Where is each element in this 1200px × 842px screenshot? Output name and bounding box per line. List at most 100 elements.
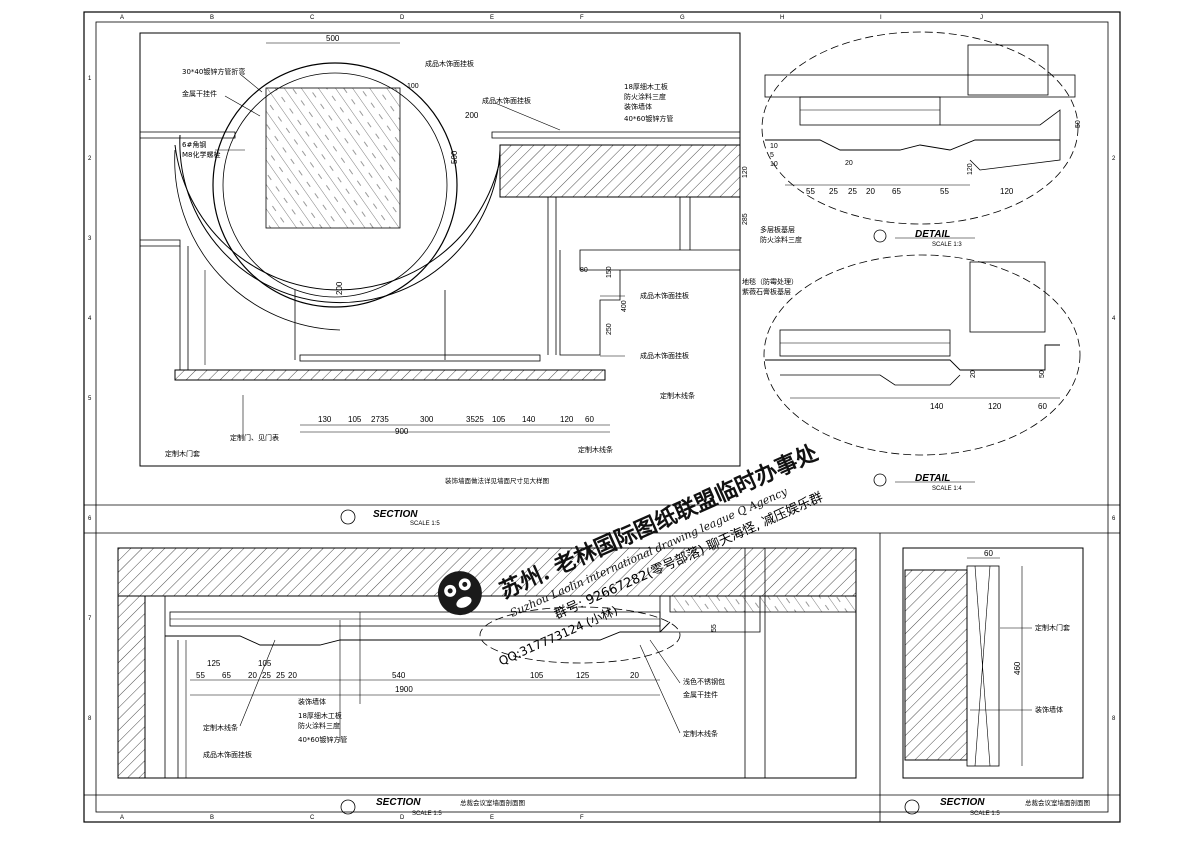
d1-v-5: 120 — [967, 163, 974, 175]
grid-col-e-bottom: E — [490, 815, 494, 821]
plan-section: 500 200 500 200 100 120 285 80 150 400 2… — [139, 32, 802, 527]
d1-v-2: 5 — [770, 152, 774, 159]
grid-col-d-bottom: D — [400, 815, 405, 821]
section-2: 125 105 55 65 20 25 25 20 540 105 125 20… — [117, 547, 857, 817]
s2-label-wall: 装饰墙体 — [298, 697, 326, 706]
grid-col-a: A — [120, 15, 124, 21]
s2-label-panel: 成品木饰面挂板 — [203, 750, 252, 759]
grid-col-e: E — [490, 15, 494, 21]
label-wall: 装饰墙体 — [624, 102, 652, 111]
plan-dim-b1: 130 — [318, 415, 332, 424]
label-wood-panel-a: 成品木饰面挂板 — [482, 96, 531, 105]
d1-dim-7: 120 — [1000, 187, 1014, 196]
s2-dim-7: 25 — [276, 671, 285, 680]
plan-dim-offset-200: 200 — [335, 281, 344, 295]
s2-label-tube: 40*60镀锌方管 — [298, 735, 347, 744]
section2-scale: SCALE 1:5 — [412, 811, 442, 817]
section2-title: SECTION — [376, 797, 421, 808]
section-3: 60 460 定制木门套 装饰墙体 SECTION SCALE 1:5 总裁会议… — [902, 547, 1090, 817]
label-fire2: 防火涂料三度 — [760, 235, 802, 244]
s2-dim-v: 55 — [711, 624, 718, 632]
grid-row-8: 8 — [88, 716, 92, 722]
plan-dim-400: 400 — [621, 300, 628, 312]
plan-dim-500: 500 — [450, 150, 459, 164]
s2-label-hanger: 金属干挂件 — [683, 690, 718, 699]
label-board: 18厚细木工板 — [624, 82, 668, 91]
plan-dim-120: 120 — [742, 166, 749, 178]
d1-v-3: 10 — [770, 161, 778, 168]
grid-row-6: 6 — [88, 516, 92, 522]
s2-dim-2: 105 — [258, 659, 272, 668]
s3-label-door: 定制木门套 — [1035, 623, 1070, 632]
plan-dim-b8: 120 — [560, 415, 574, 424]
s2-dim-9: 540 — [392, 671, 406, 680]
s2-dim-5: 20 — [248, 671, 257, 680]
s3-dim-v: 460 — [1013, 661, 1022, 675]
label-line-b: 定制木线条 — [578, 445, 613, 454]
s2-label-board: 18厚细木工板 — [298, 711, 342, 720]
s3-wall-hatch — [904, 569, 968, 761]
grid-row-3: 3 — [88, 236, 92, 242]
label-multi-board: 多层板基层 — [760, 225, 795, 234]
section3-desc: 总裁会议室墙面剖面图 — [1025, 798, 1090, 807]
grid-col-b: B — [210, 15, 214, 21]
detail1-title: DETAIL — [915, 229, 950, 240]
grid-row-8-right: 8 — [1112, 716, 1116, 722]
plan-dim-80: 80 — [580, 267, 588, 274]
d1-dim-5: 65 — [892, 187, 901, 196]
plan-dim-150: 150 — [606, 266, 613, 278]
s2-dim-total: 1900 — [395, 685, 413, 694]
detail2-scale: SCALE 1:4 — [932, 486, 962, 492]
plan-dim-b4: 300 — [420, 415, 434, 424]
d2-dim-1: 140 — [930, 402, 944, 411]
grid-labels: A B C D E F G H I J A B C D E F 1 2 3 4 … — [88, 15, 1116, 821]
s2-top-slab — [117, 547, 857, 597]
d1-dim-6: 55 — [940, 187, 949, 196]
s2-dim-6: 25 — [262, 671, 271, 680]
d2-dim-3: 60 — [1038, 402, 1047, 411]
label-bolt: M8化学螺栓 — [182, 150, 221, 159]
label-wood-panel-b: 成品木饰面挂板 — [640, 291, 689, 300]
detail2-title: DETAIL — [915, 473, 950, 484]
d1-dim-3: 25 — [848, 187, 857, 196]
s2-dim-3: 55 — [196, 671, 205, 680]
grid-row-2-right: 2 — [1112, 156, 1116, 162]
d2-v-2: 50 — [1039, 370, 1046, 378]
plan-dim-top: 500 — [326, 34, 340, 43]
label-pipe: 30*40镀锌方管折弯 — [182, 67, 245, 76]
grid-col-b-bottom: B — [210, 815, 214, 821]
label-angle: 6#角钢 — [182, 140, 206, 149]
round-column-outer — [212, 62, 458, 308]
d2-v-1: 20 — [970, 370, 977, 378]
s2-dim-1: 125 — [207, 659, 221, 668]
plan-dim-250: 250 — [606, 323, 613, 335]
label-door: 定制木门套 — [165, 449, 200, 458]
watermark-logo — [437, 571, 482, 616]
s2-label-fire: 防火涂料三度 — [298, 721, 340, 730]
grid-col-f: F — [580, 15, 584, 21]
s2-dim-12: 20 — [630, 671, 639, 680]
label-door-b: 定制门、见门表 — [230, 433, 279, 442]
plan-dim-b5: 3525 — [466, 415, 484, 424]
grid-row-4-right: 4 — [1112, 316, 1116, 322]
grid-col-c: C — [310, 15, 315, 21]
s3-dim-top: 60 — [984, 549, 993, 558]
d1-dim-2: 25 — [829, 187, 838, 196]
grid-row-5: 5 — [88, 396, 92, 402]
detail-2: 140 120 60 20 50 DETAIL SCALE 1:4 — [763, 254, 1081, 492]
grid-col-f-bottom: F — [580, 815, 584, 821]
plan-dim-285: 285 — [742, 213, 749, 225]
grid-row-1: 1 — [88, 76, 92, 82]
label-note: 装饰墙面做法详见墙面尺寸见大样图 — [445, 476, 549, 485]
grid-row-7: 7 — [88, 616, 92, 622]
plan-dim-b3: 2735 — [371, 415, 389, 424]
s2-label-line2: 定制木线条 — [683, 729, 718, 738]
grid-col-h: H — [780, 15, 784, 21]
d1-v-4: 20 — [845, 160, 853, 167]
detail-1: 55 25 25 20 65 55 120 10 5 10 20 120 50 … — [761, 31, 1082, 248]
plan-dim-b7: 140 — [522, 415, 536, 424]
hatched-wall-band — [499, 144, 741, 198]
plan-dim-200: 200 — [465, 111, 479, 120]
grid-col-c-bottom: C — [310, 815, 315, 821]
square-core — [265, 87, 401, 229]
